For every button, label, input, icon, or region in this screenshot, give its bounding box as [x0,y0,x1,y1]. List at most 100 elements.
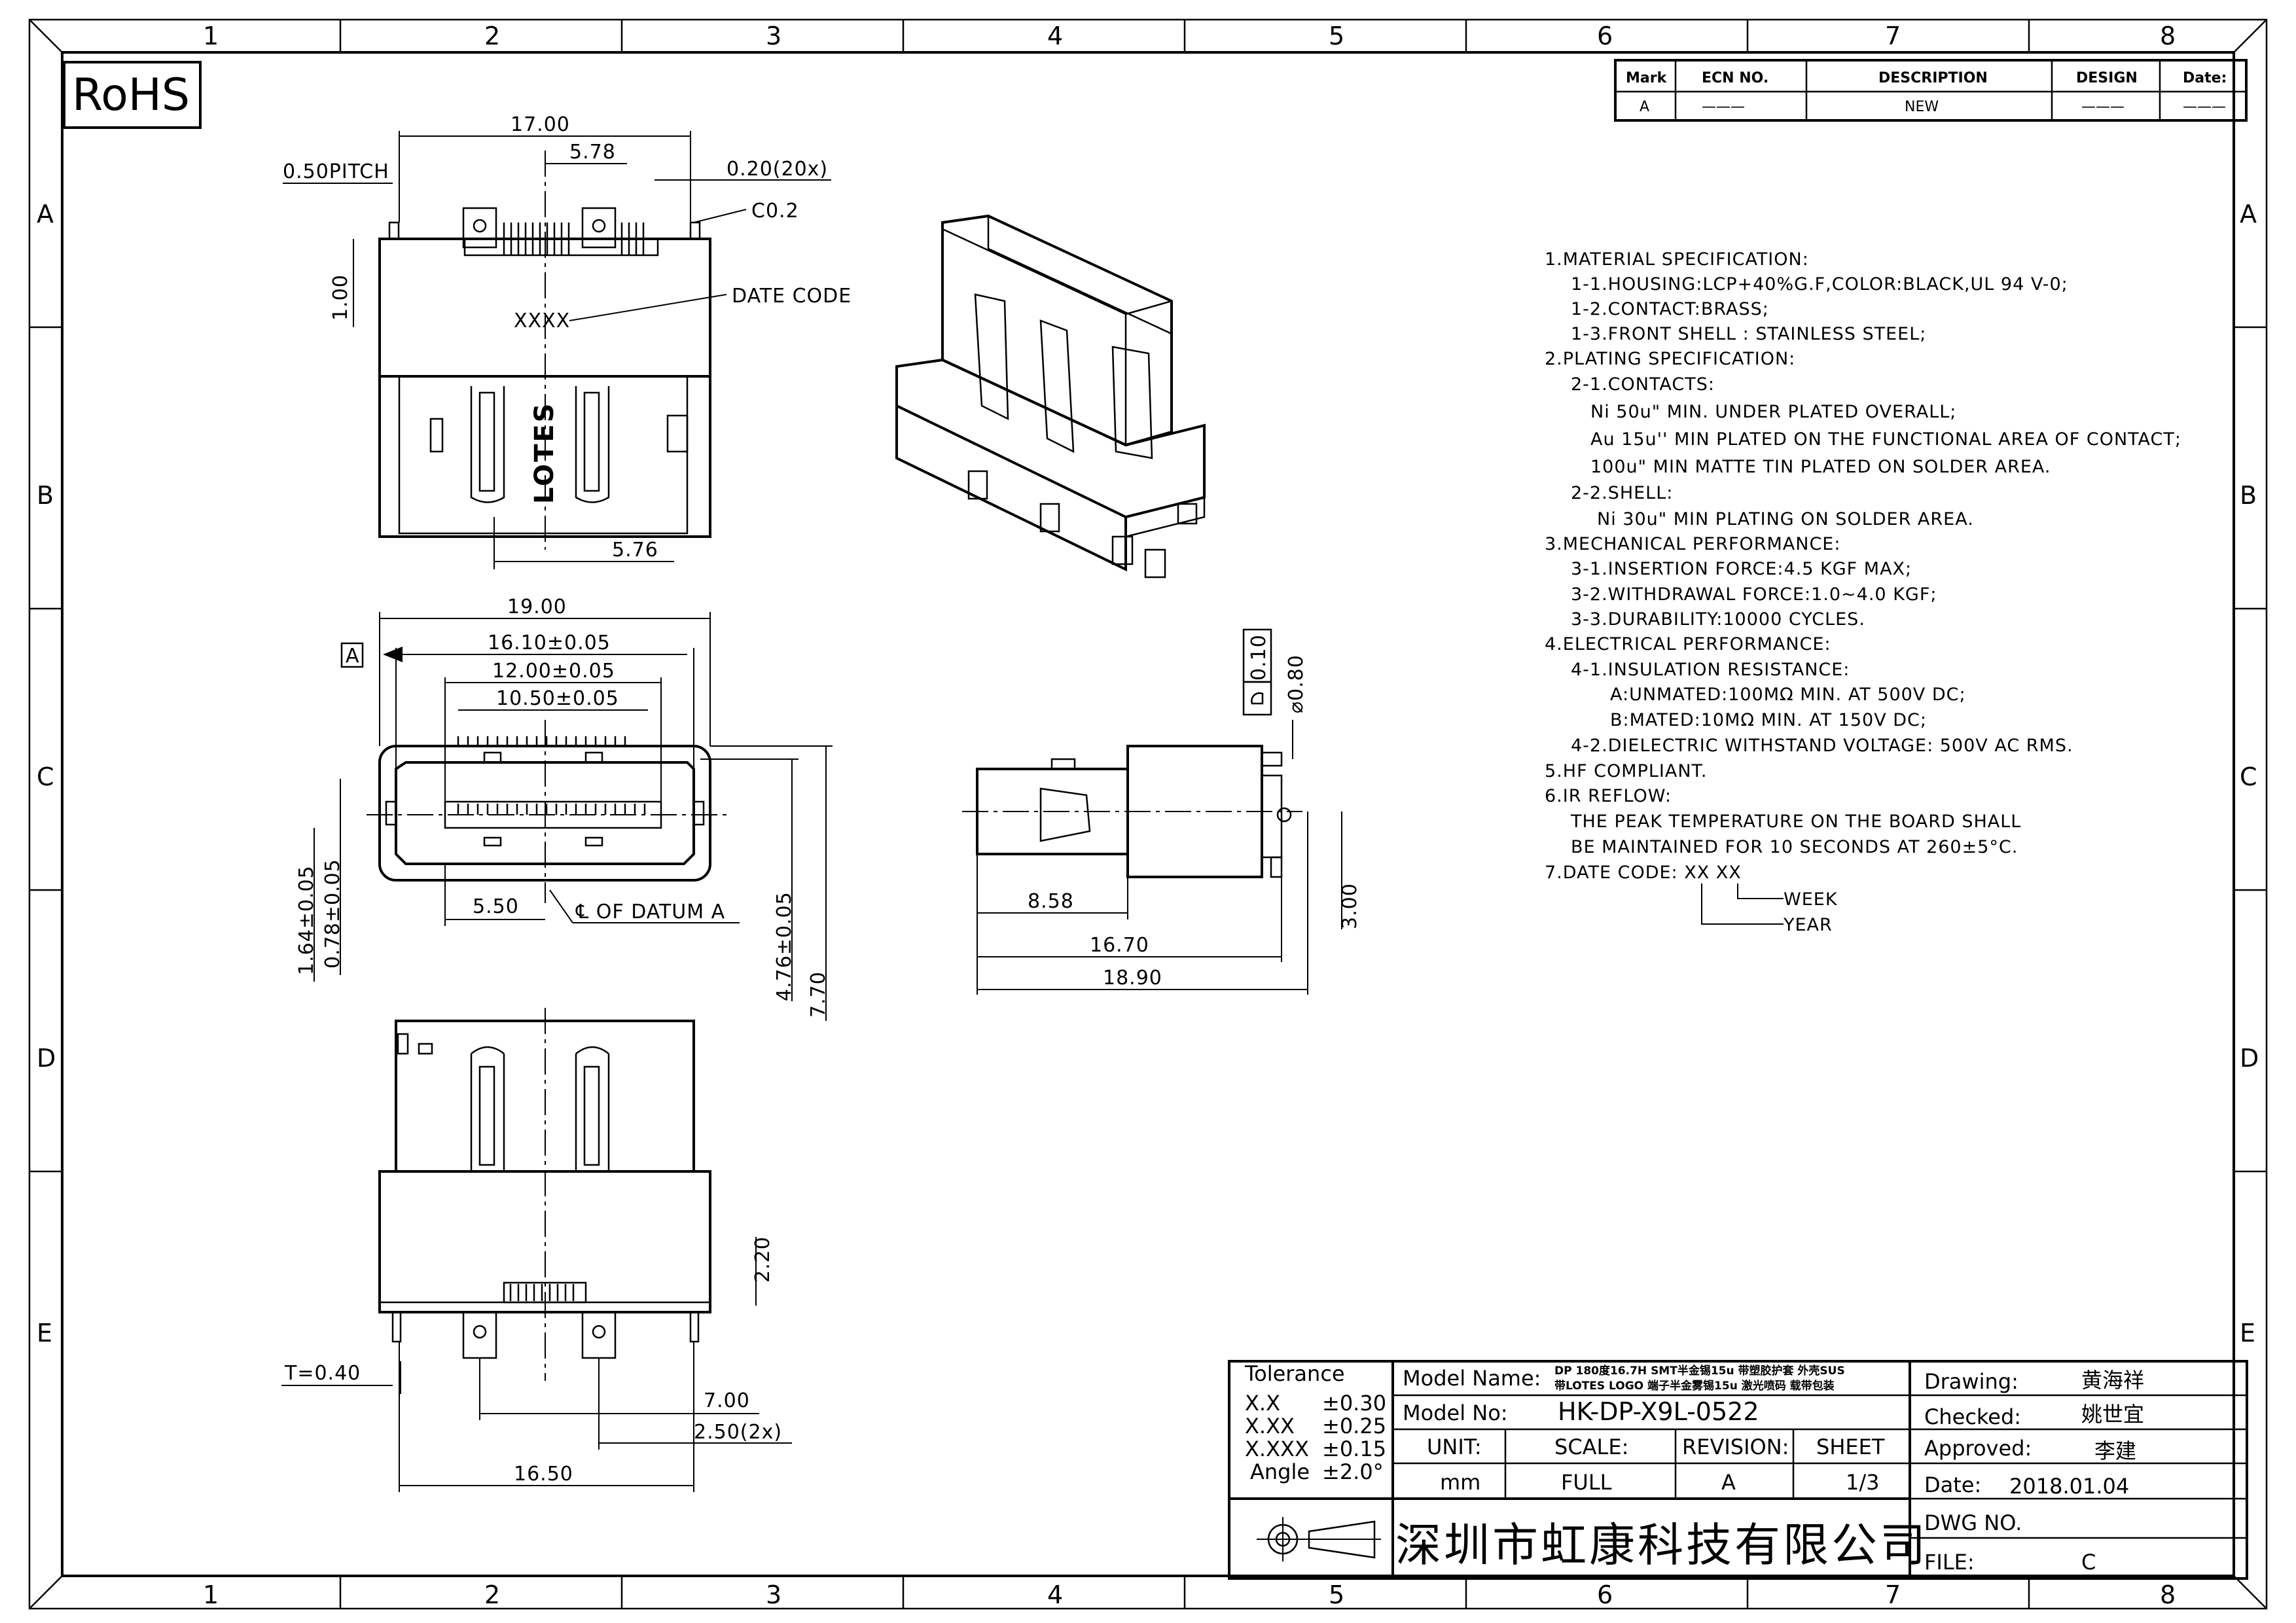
note-line: 4-2.DIELECTRIC WITHSTAND VOLTAGE: 500V A… [1571,736,2073,756]
dim-8-58: 8.58 [1028,890,1074,913]
row-label: E [37,1319,53,1347]
drawing-label: Drawing: [1924,1369,2018,1394]
dim-2-50: 2.50(2x) [694,1421,782,1444]
model-name-line: 带LOTES LOGO 端子半金雾锡15u 激光喷码 载带包装 [1554,1379,1835,1393]
row-label: B [37,481,54,510]
col-label: 3 [766,22,782,50]
row-label: D [2240,1044,2259,1073]
row-label: D [37,1044,56,1073]
file-value: C [2081,1550,2096,1575]
model-name-label: Model Name: [1403,1366,1541,1391]
profile-icon [1251,692,1264,705]
revision-value: A [1721,1470,1736,1495]
rev-header-date: Date: [2183,70,2227,86]
tol-key: X.XX [1245,1414,1295,1438]
note-line: 2-1.CONTACTS: [1571,374,1715,395]
approved-value: 李建 [2094,1438,2136,1463]
checked-label: Checked: [1924,1404,2021,1429]
col-label: 6 [1597,1580,1613,1609]
side-view-dimensions: 0.10 ⌀0.80 8.58 16.70 18.90 3.00 [977,628,1361,995]
note-line: 5.HF COMPLIANT. [1545,761,1707,781]
datum-arrow [383,647,403,662]
date-code-callout: DATE CODE [732,285,852,308]
note-line: A:UNMATED:100MΩ MIN. AT 500V DC; [1610,685,1966,705]
sheet-label: SHEET [1816,1435,1885,1459]
rev-header-description: DESCRIPTION [1878,70,1988,86]
dim-16-10: 16.10±0.05 [488,632,611,654]
side-view [962,745,1302,878]
dim-7-70: 7.70 [807,971,830,1018]
scale-value: FULL [1561,1470,1612,1495]
note-line: Ni 50u" MIN. UNDER PLATED OVERALL; [1590,402,1956,422]
dim-3-00: 3.00 [1338,883,1361,929]
row-label: E [2240,1319,2256,1347]
note-line: 6.IR REFLOW: [1545,786,1672,806]
outer-frame [28,18,2268,1610]
note-line: Ni 30u" MIN PLATING ON SOLDER AREA. [1597,509,1974,529]
dim-pitch: 0.50PITCH [283,160,389,183]
inner-frame [61,51,2235,1577]
dim-18-90: 18.90 [1103,967,1162,990]
dim-17-00: 17.00 [511,113,570,136]
unit-label: UNIT: [1427,1435,1482,1459]
drawing-value: 黄海祥 [2081,1368,2144,1393]
row-label: C [37,762,55,791]
tol-value: ±2.0° [1322,1459,1384,1484]
row-label: A [2240,200,2257,228]
rev-header-design: DESIGN [2076,70,2138,86]
note-year: YEAR [1783,915,1833,935]
dim-7-00: 7.00 [704,1389,750,1412]
dim-thickness: T=0.40 [284,1362,361,1385]
note-line: BE MAINTAINED FOR 10 SECONDS AT 260±5°C. [1571,837,2018,857]
tol-key: Angle [1250,1459,1310,1484]
note-line: 3.MECHANICAL PERFORMANCE: [1545,534,1840,554]
rohs-logo: RoHS [72,69,190,121]
rev-cell-ecn: ——— [1702,99,1745,115]
front-view [367,720,726,903]
dim-4-76: 4.76±0.05 [773,891,796,1001]
dim-1-00: 1.00 [329,274,352,321]
tol-value: ±0.25 [1322,1414,1386,1438]
note-line: THE PEAK TEMPERATURE ON THE BOARD SHALL [1570,812,2021,832]
rev-cell-date: ——— [2183,99,2226,115]
note-line: 100u" MIN MATTE TIN PLATED ON SOLDER ARE… [1590,457,2051,477]
dim-5-50: 5.50 [473,895,519,918]
technical-notes: 1.MATERIAL SPECIFICATION: 1-1.HOUSING:LC… [1545,249,2181,935]
zone-ticks [29,20,2267,1609]
rev-cell-description: NEW [1905,99,1939,115]
note-line: 3-2.WITHDRAWAL FORCE:1.0~4.0 KGF; [1571,584,1937,605]
col-label: 8 [2160,22,2176,50]
row-label: B [2240,481,2257,510]
rohs-logo-box [63,61,202,129]
scale-label: SCALE: [1554,1435,1628,1459]
note-line: B:MATED:10MΩ MIN. AT 150V DC; [1610,710,1927,730]
dim-16-70: 16.70 [1090,934,1149,957]
rev-header-ecn: ECN NO. [1702,70,1768,86]
col-label: 2 [484,1580,501,1609]
datum-a-label: A [346,645,360,668]
col-label: 6 [1597,22,1613,50]
tol-value: ±0.30 [1322,1391,1386,1416]
tol-value: ±0.15 [1322,1436,1386,1461]
top-view: LOTES XXXX [378,151,711,550]
dim-1-64: 1.64±0.05 [295,865,318,975]
col-label: 5 [1329,1580,1345,1609]
date-value: 2018.01.04 [2009,1474,2129,1499]
row-label: A [37,200,54,228]
top-view-dimensions: 17.00 5.78 0.50PITCH 0.20(20x) C0.2 1.00… [283,113,852,569]
dim-chamfer: C0.2 [751,200,799,223]
note-line: 1.MATERIAL SPECIFICATION: [1545,249,1809,270]
col-label: 1 [203,22,219,50]
bottom-view [378,1008,711,1381]
rev-header-mark: Mark [1626,70,1668,86]
dim-12-00: 12.00±0.05 [492,660,615,683]
dim-5-78: 5.78 [569,141,616,164]
note-line: 1-1.HOUSING:LCP+40%G.F,COLOR:BLACK,UL 94… [1571,274,2068,294]
dim-16-50: 16.50 [514,1463,573,1486]
centerline-datum-a: ℄ OF DATUM A [575,901,725,923]
bottom-view-dimensions: T=0.40 7.00 2.50(2x) 16.50 2.20 [281,1236,792,1492]
sheet-value: 1/3 [1846,1470,1880,1495]
col-label: 2 [484,22,501,50]
col-label: 4 [1047,1580,1064,1609]
note-line: 1-3.FRONT SHELL : STAINLESS STEEL; [1571,324,1926,344]
